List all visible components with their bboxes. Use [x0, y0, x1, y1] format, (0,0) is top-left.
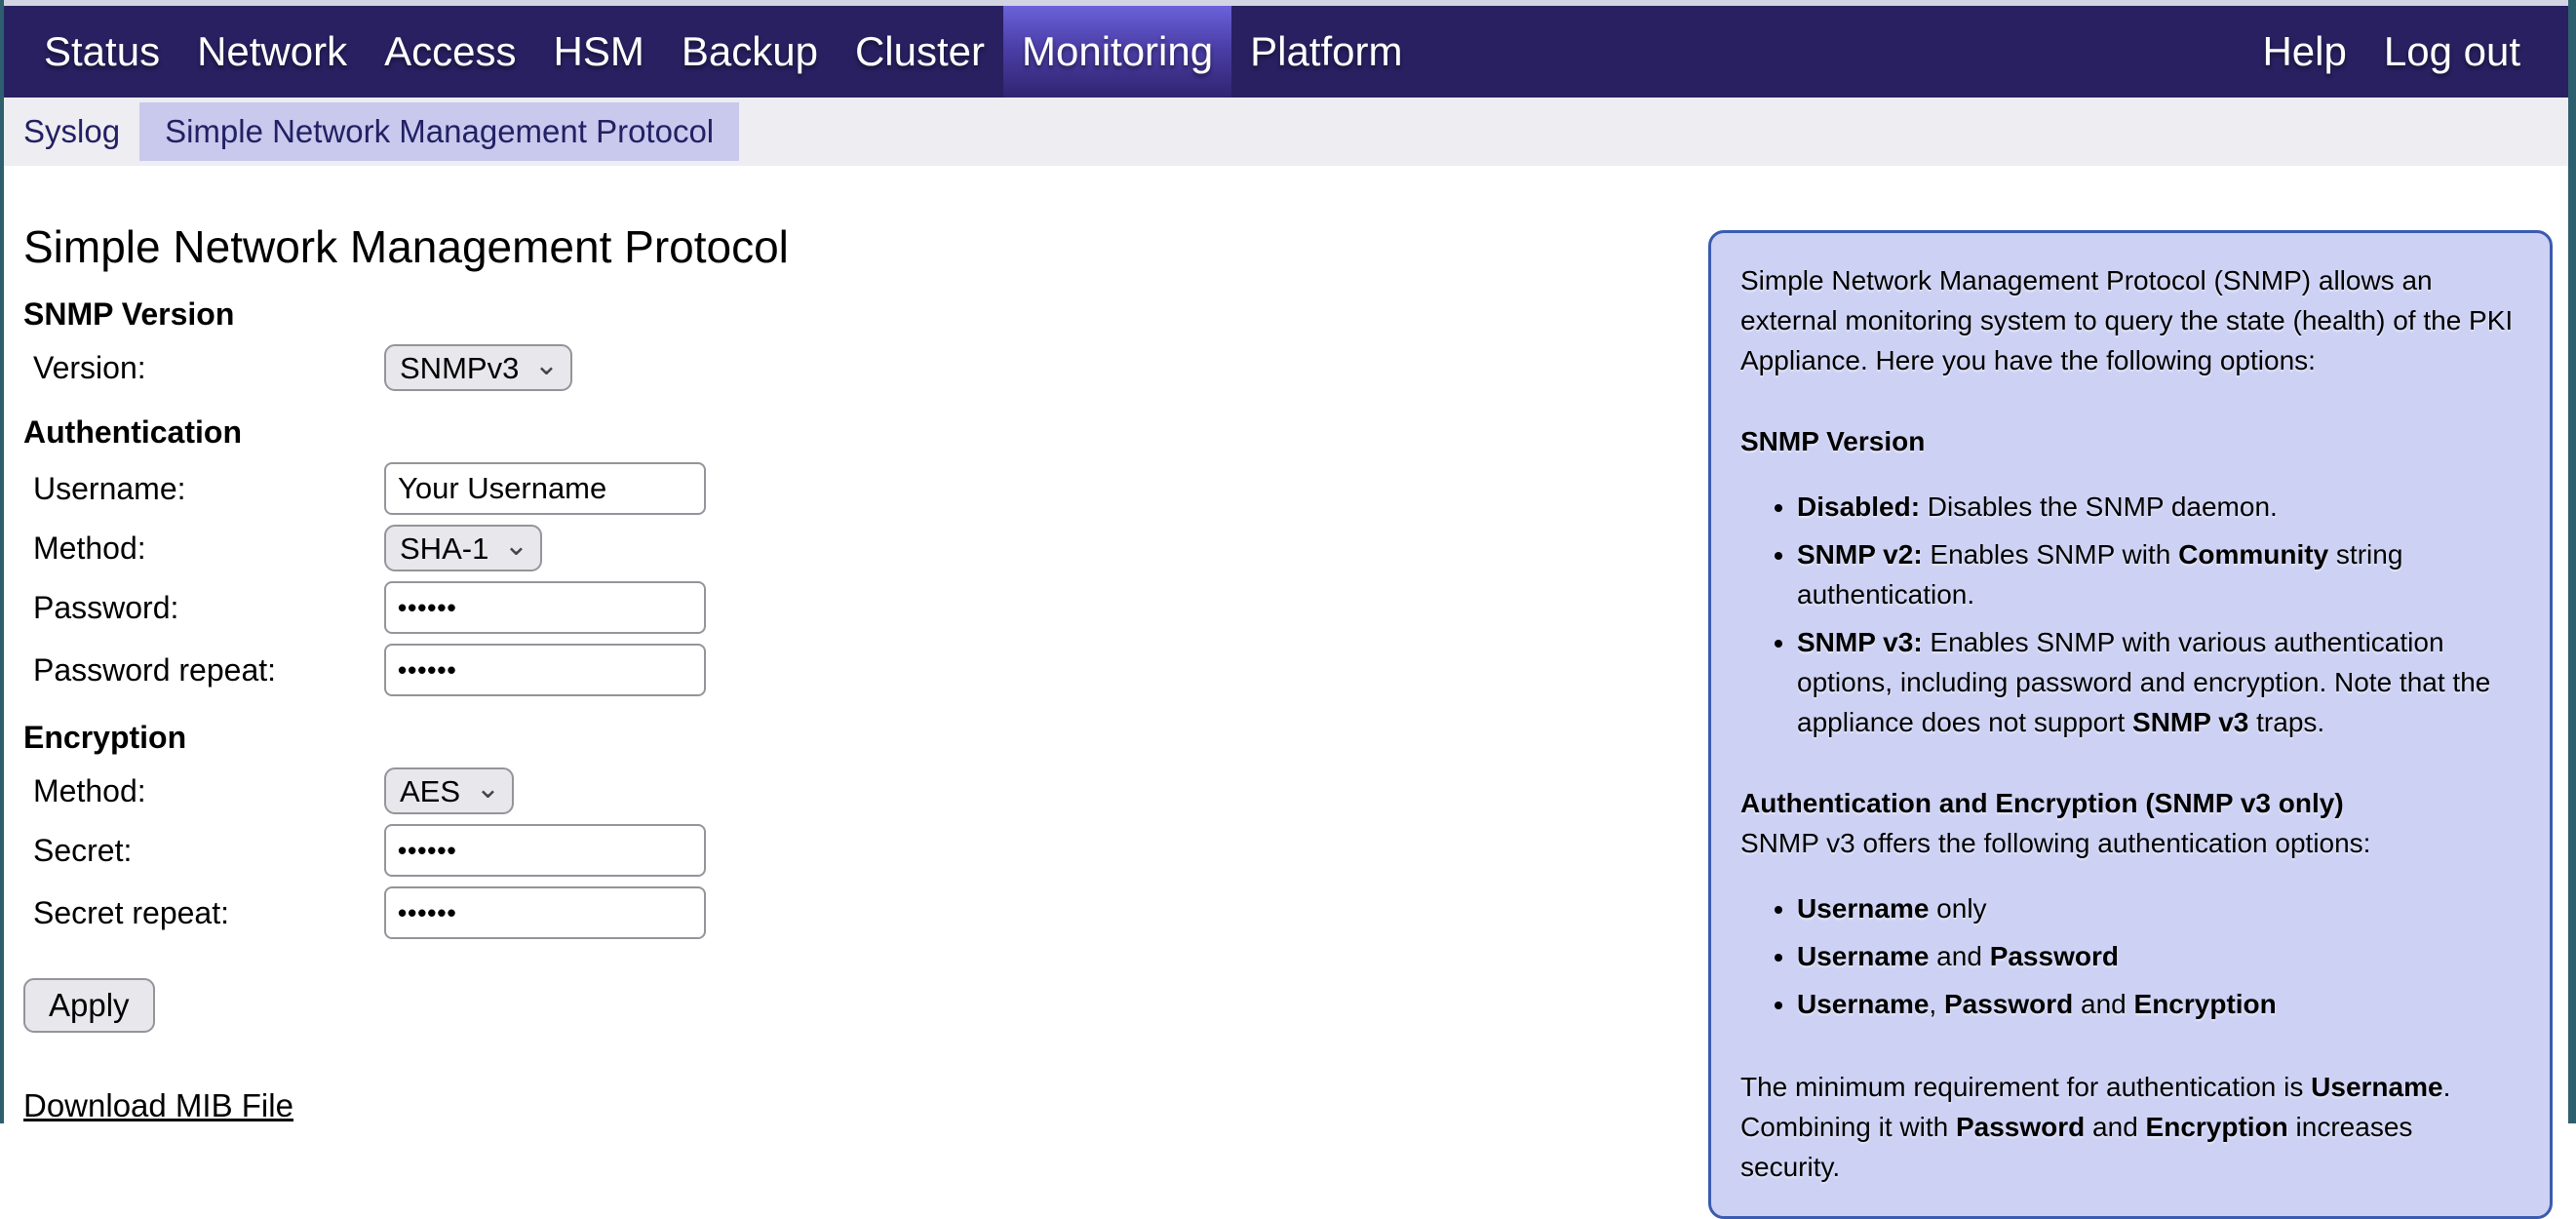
enc-method-select[interactable]: AES: [384, 767, 514, 814]
section-heading-snmp-version: SNMP Version: [23, 296, 235, 332]
list-item: SNMP v2: Enables SNMP with Community str…: [1797, 534, 2518, 614]
list-item: Username and Password: [1797, 936, 2518, 976]
password-label: Password:: [33, 589, 179, 625]
help-version-list: Disabled: Disables the SNMP daemon. SNMP…: [1740, 487, 2518, 742]
section-heading-authentication: Authentication: [23, 414, 242, 450]
nav-item-cluster[interactable]: Cluster: [854, 28, 985, 74]
form-row-secret-repeat: Secret repeat:: [23, 886, 2568, 939]
subnav-item-snmp[interactable]: Simple Network Management Protocol: [139, 102, 740, 161]
content-area: Simple Network Management Protocol SNMP …: [4, 166, 2568, 1219]
subnav-item-syslog[interactable]: Syslog: [23, 113, 121, 149]
secret-repeat-label: Secret repeat:: [33, 894, 229, 930]
help-auth-subtext: SNMP v3 offers the following authenticat…: [1740, 828, 2371, 858]
list-item: SNMP v3: Enables SNMP with various authe…: [1797, 622, 2518, 742]
auth-method-label: Method:: [33, 530, 146, 566]
nav-item-logout[interactable]: Log out: [2383, 28, 2520, 74]
secret-input[interactable]: [384, 824, 706, 877]
nav-item-platform[interactable]: Platform: [1250, 28, 1403, 74]
help-intro: Simple Network Management Protocol (SNMP…: [1740, 265, 2514, 375]
snmp-form: Simple Network Management Protocol SNMP …: [4, 166, 2568, 1124]
nav-item-backup[interactable]: Backup: [681, 28, 818, 74]
nav-item-help[interactable]: Help: [2262, 28, 2347, 74]
username-input[interactable]: [384, 462, 706, 515]
enc-method-select-wrap: AES ⌄: [384, 767, 514, 814]
auth-method-select-wrap: SHA-1 ⌄: [384, 525, 542, 571]
password-repeat-input[interactable]: [384, 644, 706, 696]
nav-item-status[interactable]: Status: [44, 28, 161, 74]
window-top-strip: [4, 0, 2568, 6]
form-row-password-repeat: Password repeat:: [23, 644, 2568, 696]
version-select[interactable]: SNMPv3: [384, 344, 572, 391]
section-heading-encryption: Encryption: [23, 720, 187, 755]
help-panel: Simple Network Management Protocol (SNMP…: [1708, 230, 2553, 1219]
username-label: Username:: [33, 470, 186, 506]
list-item: Disabled: Disables the SNMP daemon.: [1797, 487, 2518, 527]
form-row-username: Username:: [23, 462, 2568, 515]
list-item: Username only: [1797, 888, 2518, 928]
form-row-auth-method: Method: SHA-1 ⌄: [23, 525, 2568, 571]
secret-repeat-input[interactable]: [384, 886, 706, 939]
enc-method-label: Method:: [33, 772, 146, 808]
nav-item-network[interactable]: Network: [197, 28, 348, 74]
password-repeat-label: Password repeat:: [33, 651, 277, 688]
version-select-wrap: SNMPv3 ⌄: [384, 344, 572, 391]
download-mib-link[interactable]: Download MIB File: [23, 1087, 293, 1123]
form-row-version: Version: SNMPv3 ⌄: [23, 344, 2568, 391]
form-row-secret: Secret:: [23, 824, 2568, 877]
secret-label: Secret:: [33, 832, 133, 868]
page-title: Simple Network Management Protocol: [23, 221, 789, 272]
form-row-enc-method: Method: AES ⌄: [23, 767, 2568, 814]
sub-navbar: Syslog Simple Network Management Protoco…: [4, 98, 2568, 166]
nav-spacer: [1421, 6, 2244, 98]
password-input[interactable]: [384, 581, 706, 634]
help-heading-auth-enc: Authentication and Encryption (SNMP v3 o…: [1740, 788, 2344, 818]
help-heading-snmp-version: SNMP Version: [1740, 426, 1926, 456]
auth-method-select[interactable]: SHA-1: [384, 525, 542, 571]
version-label: Version:: [33, 349, 146, 385]
nav-item-access[interactable]: Access: [384, 28, 517, 74]
nav-item-monitoring[interactable]: Monitoring: [1002, 6, 1232, 98]
help-footer: The minimum requirement for authenticati…: [1740, 1072, 2451, 1182]
nav-item-hsm[interactable]: HSM: [553, 28, 644, 74]
help-auth-list: Username only Username and Password User…: [1740, 888, 2518, 1024]
list-item: Username, Password and Encryption: [1797, 984, 2518, 1024]
form-row-password: Password:: [23, 581, 2568, 634]
apply-button[interactable]: Apply: [23, 978, 155, 1033]
main-navbar: Status Network Access HSM Backup Cluster…: [4, 6, 2568, 98]
